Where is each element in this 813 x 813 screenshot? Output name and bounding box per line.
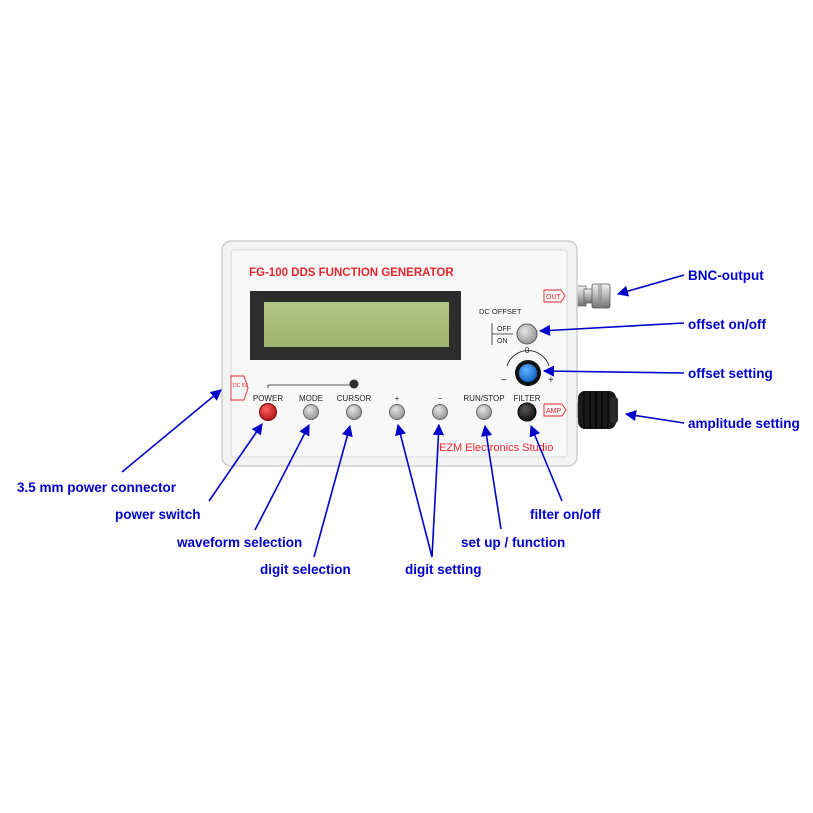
dc-offset-off-label: OFF bbox=[497, 326, 511, 333]
amp-tag-label: AMP bbox=[546, 408, 562, 415]
power-jack-tag-label: DC 5V bbox=[233, 383, 248, 389]
minus-button-label: − bbox=[438, 394, 443, 403]
plus-button[interactable] bbox=[389, 404, 405, 420]
plus-button-label: + bbox=[395, 394, 400, 403]
callout-bnc-output: BNC-output bbox=[688, 268, 764, 283]
knob-minus-mark: − bbox=[501, 375, 507, 386]
power-jack-tag bbox=[230, 375, 249, 401]
lcd-display bbox=[250, 291, 461, 360]
mode-button[interactable] bbox=[303, 404, 319, 420]
runstop-button-label: RUN/STOP bbox=[463, 394, 504, 403]
callout-digit-selection: digit selection bbox=[260, 562, 351, 577]
filter-button[interactable] bbox=[517, 402, 537, 422]
arrow-filter-onoff bbox=[529, 424, 563, 502]
mode-button-label: MODE bbox=[299, 394, 323, 403]
arrow-digit-setting-1 bbox=[395, 423, 433, 558]
callout-setup-function: set up / function bbox=[461, 535, 565, 550]
dc-offset-on-label: ON bbox=[497, 338, 508, 345]
out-tag-label: OUT bbox=[546, 294, 562, 301]
callout-amplitude-setting: amplitude setting bbox=[688, 416, 800, 431]
callout-filter-onoff: filter on/off bbox=[530, 507, 601, 522]
device: FG-100 DDS FUNCTION GENERATOR OUT AMP DC… bbox=[221, 240, 618, 467]
amp-tag bbox=[543, 403, 567, 417]
callout-labels: BNC-output offset on/off offset setting … bbox=[17, 268, 800, 577]
amplitude-knob[interactable] bbox=[566, 391, 618, 429]
arrow-bnc-output bbox=[616, 274, 685, 297]
filter-button-label: FILTER bbox=[514, 394, 541, 403]
offset-onoff-button[interactable] bbox=[516, 323, 538, 345]
power-button[interactable] bbox=[259, 403, 277, 421]
callout-power-connector: 3.5 mm power connector bbox=[17, 480, 177, 495]
arrow-digit-selection bbox=[313, 424, 353, 558]
arrow-power-switch bbox=[208, 423, 263, 502]
knob-zero-mark: 0 bbox=[525, 346, 530, 355]
knob-plus-mark: + bbox=[548, 375, 554, 386]
callout-offset-setting: offset setting bbox=[688, 366, 773, 381]
offset-knob[interactable] bbox=[506, 350, 550, 386]
runstop-button[interactable] bbox=[476, 404, 492, 420]
arrow-digit-setting-2 bbox=[431, 423, 445, 558]
out-tag bbox=[543, 289, 566, 303]
callout-power-switch: power switch bbox=[115, 507, 201, 522]
arrow-waveform-selection bbox=[254, 424, 310, 531]
cursor-button[interactable] bbox=[346, 404, 362, 420]
arrow-offset-setting bbox=[542, 365, 685, 377]
arrow-amplitude-setting bbox=[624, 410, 685, 424]
maker-label: EZM Electronics Studio bbox=[439, 442, 553, 454]
callout-offset-onoff: offset on/off bbox=[688, 317, 766, 332]
arrow-power-connector bbox=[121, 389, 222, 473]
power-button-label: POWER bbox=[253, 394, 283, 403]
cursor-button-label: CURSOR bbox=[337, 394, 372, 403]
status-led bbox=[349, 379, 359, 389]
callout-waveform-selection: waveform selection bbox=[176, 535, 302, 550]
minus-button[interactable] bbox=[432, 404, 448, 420]
arrow-offset-onoff bbox=[538, 322, 685, 337]
callout-digit-setting: digit setting bbox=[405, 562, 482, 577]
model-title: FG-100 DDS FUNCTION GENERATOR bbox=[249, 267, 454, 279]
callout-arrows bbox=[121, 274, 685, 558]
arrow-setup-function bbox=[481, 424, 502, 530]
dc-offset-title: DC OFFSET bbox=[479, 307, 522, 316]
